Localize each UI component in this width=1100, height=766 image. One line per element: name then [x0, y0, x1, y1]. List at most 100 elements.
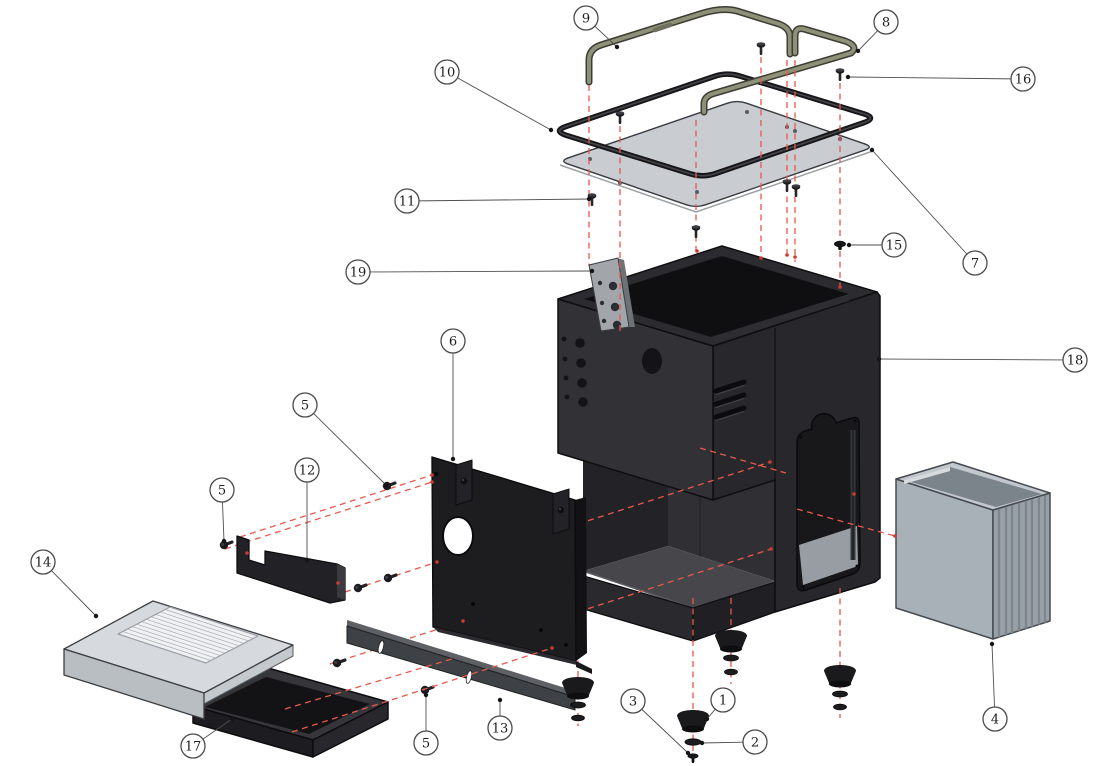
rubber-foot-exploded	[677, 710, 709, 733]
callout-3: 3	[620, 688, 691, 756]
callout-19: 19	[345, 259, 595, 285]
callout-leader	[878, 358, 1064, 361]
leader-end-dot	[497, 697, 503, 703]
leader-end-dot	[304, 557, 310, 563]
callout-balloon	[294, 457, 320, 483]
leader-end-dot	[221, 538, 227, 544]
callout-leader	[202, 718, 233, 740]
screw-icon	[353, 583, 368, 593]
callout-balloon	[180, 733, 206, 759]
drip-tray-drawer	[192, 667, 389, 758]
callout-label: 8	[882, 16, 890, 31]
screw-icon	[756, 42, 766, 55]
rubber-foot	[715, 630, 747, 653]
vent-slots	[713, 379, 747, 422]
drip-tray-cover	[63, 600, 294, 720]
screw-icon	[383, 573, 398, 583]
callout-label: 11	[399, 195, 416, 210]
callout-label: 13	[492, 722, 509, 737]
callout-label: 5	[218, 484, 226, 499]
callout-balloon	[982, 706, 1008, 732]
callout-label: 10	[439, 66, 456, 81]
rubber-feet	[562, 630, 856, 763]
callout-label: 1	[719, 694, 727, 709]
callout-15: 15	[846, 232, 907, 258]
callout-label: 16	[1015, 73, 1032, 88]
callout-label: 17	[185, 740, 202, 755]
callout-6: 6	[440, 328, 466, 462]
callout-label: 6	[449, 335, 457, 350]
callout-leader	[457, 77, 552, 131]
callout-5: 5	[292, 392, 389, 488]
callout-label: 9	[582, 12, 590, 27]
grommet-icon	[834, 240, 846, 250]
leader-end-dot	[704, 716, 710, 722]
callout-12: 12	[294, 457, 320, 563]
callout-balloon	[742, 729, 768, 755]
leader-end-dot	[876, 356, 882, 362]
callout-label: 15	[886, 239, 903, 254]
leader-end-dot	[685, 750, 691, 756]
callout-leader	[871, 149, 968, 255]
rubber-foot	[562, 677, 594, 700]
leader-end-dot	[93, 613, 99, 619]
callout-balloon	[710, 687, 736, 713]
gasket-frame	[556, 71, 874, 179]
screw-icon	[332, 658, 347, 668]
callout-2: 2	[699, 729, 768, 755]
panel-round-hole	[442, 516, 474, 556]
callout-leader	[222, 501, 225, 542]
callout-9: 9	[573, 5, 620, 50]
screw-icon	[835, 68, 845, 81]
alignment-point-markers	[245, 249, 897, 650]
callout-balloon	[345, 259, 371, 285]
callout-leader	[641, 708, 689, 754]
callout-balloon	[440, 328, 466, 354]
panel-standoff	[455, 459, 570, 535]
callout-balloon	[30, 549, 56, 575]
callout-balloon	[292, 392, 318, 418]
leader-end-dot	[614, 44, 620, 50]
callout-balloon	[434, 59, 460, 85]
callout-5: 5	[209, 477, 235, 544]
callout-label: 2	[751, 736, 759, 751]
screw-icon	[219, 540, 234, 550]
callout-11: 11	[394, 188, 592, 214]
terminal-bracket	[588, 257, 635, 332]
side-panel	[431, 456, 592, 674]
grounds-bin	[895, 461, 1051, 640]
top-screws	[587, 42, 846, 250]
callout-leader	[991, 643, 995, 708]
callout-label: 12	[299, 464, 316, 479]
callout-17: 17	[180, 716, 235, 759]
leader-end-dot	[855, 48, 861, 54]
callout-14: 14	[30, 549, 99, 619]
callout-balloon	[873, 9, 899, 35]
leader-end-dot	[383, 482, 389, 488]
slide-rail	[346, 620, 576, 711]
callout-label: 5	[301, 399, 309, 414]
callout-balloon	[573, 5, 599, 31]
callout-label: 7	[971, 257, 979, 272]
screw-icon	[615, 111, 625, 124]
callout-leader	[847, 76, 1012, 80]
wire-handle-right	[700, 25, 858, 116]
callout-balloon	[962, 250, 988, 276]
alignment-dashed-lines-tray	[284, 647, 553, 733]
callout-leader	[369, 270, 593, 273]
callout-7: 7	[869, 147, 988, 276]
foot-washer	[684, 738, 702, 746]
callout-leader	[857, 30, 878, 52]
callout-4: 4	[982, 641, 1008, 732]
leader-end-dot	[450, 456, 456, 462]
callout-balloon	[209, 477, 235, 503]
screw-icon	[691, 225, 701, 238]
leader-end-dot	[586, 196, 592, 202]
callout-5: 5	[413, 692, 439, 756]
wire-handle-left	[585, 6, 794, 86]
callout-leader	[418, 198, 590, 202]
callout-8: 8	[855, 9, 899, 54]
leader-end-dot	[229, 716, 235, 722]
